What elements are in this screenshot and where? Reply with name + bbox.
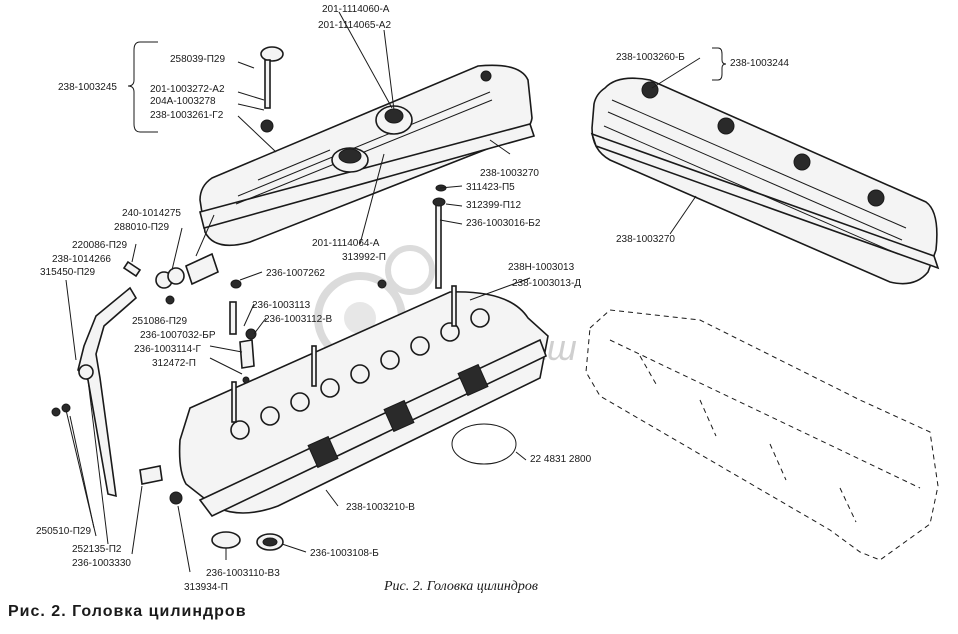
label-238-1014266: 238-1014266 xyxy=(52,254,111,265)
cylinder-head-block xyxy=(178,285,549,518)
page-caption: Рис. 2. Головка цилиндров xyxy=(8,603,247,620)
label-22-4831-2800: 22 4831 2800 xyxy=(530,454,592,465)
label-258039-p29: 258039-П29 xyxy=(170,54,225,65)
label-313992-p: 313992-П xyxy=(342,252,386,263)
label-238-1003210-v: 238-1003210-В xyxy=(346,502,415,513)
label-236-1003110-v3: 236-1003110-В3 xyxy=(206,568,280,579)
label-238n-1003013: 238Н-1003013 xyxy=(508,262,575,273)
label-236-1003330: 236-1003330 xyxy=(72,558,131,569)
bypass-tube xyxy=(51,286,138,537)
label-236-1007032-br: 236-1007032-БР xyxy=(140,330,216,341)
label-238-1003260-b: 238-1003260-Б xyxy=(616,52,685,63)
label-252135-p2: 252135-П2 xyxy=(72,544,122,555)
leader-lines xyxy=(65,11,701,573)
label-236-1007262: 236-1007262 xyxy=(266,268,325,279)
label-238-1003013-d: 238-1003013-Д xyxy=(512,278,581,289)
label-238-1003244: 238-1003244 xyxy=(730,58,789,69)
label-251086-p29: 251086-П29 xyxy=(132,316,187,327)
valve-springs xyxy=(230,308,490,440)
label-236-1003016-b2: 236-1003016-Б2 xyxy=(466,218,541,229)
label-238-1003245: 238-1003245 xyxy=(58,82,117,93)
small-parts xyxy=(122,252,517,551)
valve-cover-right xyxy=(590,77,940,285)
valve-cover-left xyxy=(199,64,536,247)
label-312399-p12: 312399-П12 xyxy=(466,200,521,211)
label-288010-p29: 288010-П29 xyxy=(114,222,169,233)
label-201-1003272-a2: 201-1003272-А2 xyxy=(150,84,225,95)
label-311423-p5: 311423-П5 xyxy=(466,182,515,193)
label-236-1003112-v: 236-1003112-В xyxy=(264,314,333,325)
label-220086-p29: 220086-П29 xyxy=(72,240,127,251)
label-240-1014275: 240-1014275 xyxy=(122,208,181,219)
label-201-1114060-a: 201-1114060-А xyxy=(322,4,390,15)
label-204a-1003278: 204А-1003278 xyxy=(150,96,216,107)
bracket-238-1003244 xyxy=(712,47,727,81)
label-238-1003261-g2: 238-1003261-Г2 xyxy=(150,110,224,121)
label-236-1003108-b: 236-1003108-Б xyxy=(310,548,379,559)
head-bolt xyxy=(435,201,442,289)
label-236-1003114-g: 236-1003114-Г xyxy=(134,344,202,355)
part-labels: 201-1114060-А 201-1114065-А2 258039-П29 … xyxy=(36,4,789,593)
cylinder-head-exploded-diagram: СпецМаш xyxy=(36,4,940,594)
label-312472-p: 312472-П xyxy=(152,358,196,369)
figure-caption-in-image: Рис. 2. Головка цилиндров xyxy=(383,579,538,594)
label-201-1114064-a: 201-1114064-А xyxy=(312,238,380,249)
label-315450-p29: 315450-П29 xyxy=(40,267,95,278)
dipstick xyxy=(260,46,284,133)
label-250510-p29: 250510-П29 xyxy=(36,526,91,537)
dashed-head-outline xyxy=(585,309,939,561)
label-238-1003270-left: 238-1003270 xyxy=(480,168,539,179)
label-313934-p: 313934-П xyxy=(184,582,228,593)
bracket-238-1003245 xyxy=(127,41,158,133)
label-201-1114065-a2: 201-1114065-А2 xyxy=(318,20,391,31)
label-236-1003113: 236-1003113 xyxy=(252,300,311,311)
label-238-1003270-right: 238-1003270 xyxy=(616,234,675,245)
